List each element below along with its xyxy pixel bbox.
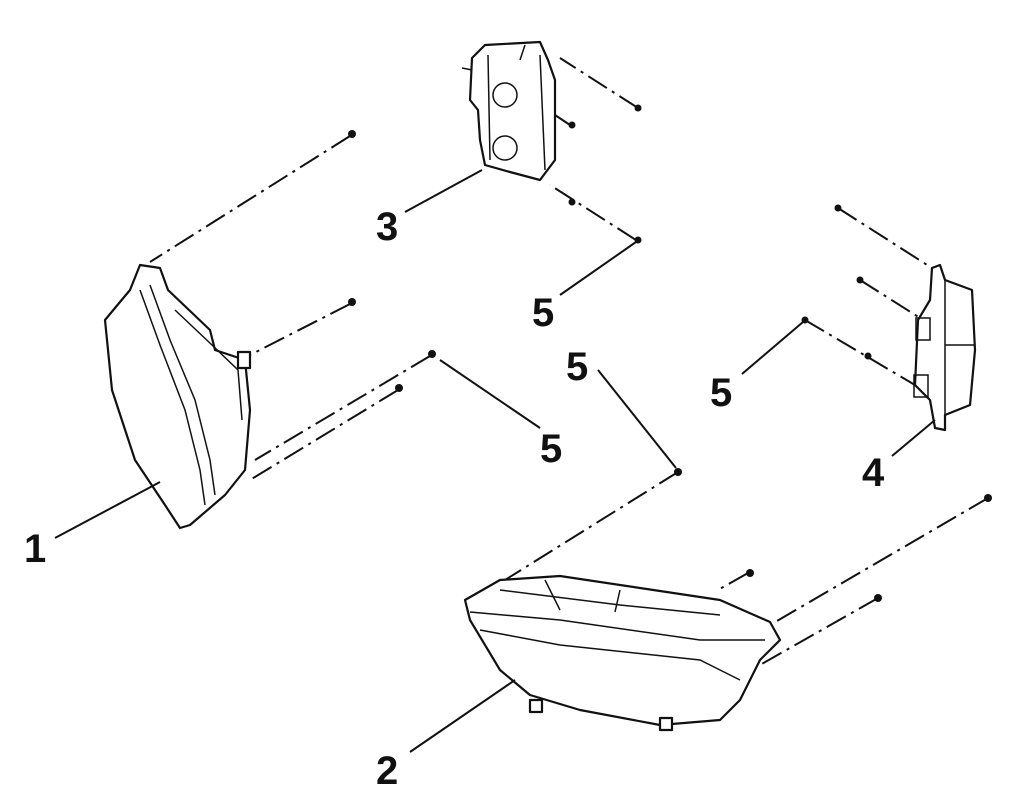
callout-5a: 5 [532,291,554,335]
screw [856,276,864,284]
part-3-bracket [461,40,557,182]
screw [568,198,576,206]
screw [428,350,436,358]
screw [568,121,576,129]
screw [395,384,403,392]
screw [634,236,642,244]
callout-1: 1 [24,527,46,571]
part-4-marker-lamp [913,263,977,432]
callout-2: 2 [376,749,398,793]
screw [864,352,872,360]
callout-4: 4 [862,451,885,495]
part-2-headlamp [463,574,782,732]
leader-lines [54,169,936,753]
screw [984,494,992,502]
callout-5b: 5 [566,345,588,389]
callouts: 1 2 3 4 5 5 5 5 [24,205,885,793]
part-1-left-lamp [103,263,252,530]
screw [634,104,642,112]
screws [348,104,992,602]
screw [801,316,809,324]
callout-5c: 5 [540,427,562,471]
screw [874,594,882,602]
screw [348,130,356,138]
screw [674,468,682,476]
callout-5d: 5 [710,371,732,415]
screw [348,298,356,306]
callout-3: 3 [376,205,398,249]
screw [746,569,754,577]
screw [834,204,842,212]
assembly-axes [149,57,989,666]
